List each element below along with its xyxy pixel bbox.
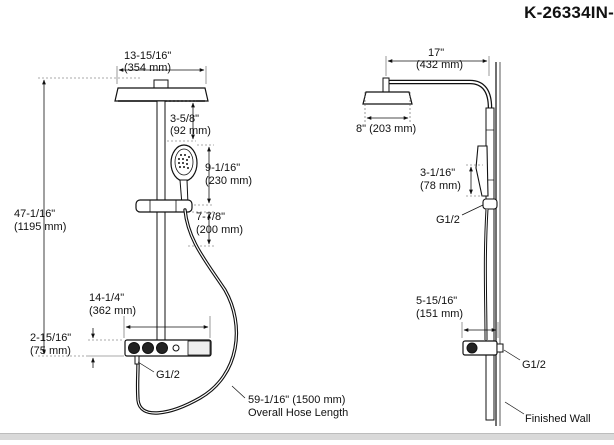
holder-drop-mm-label: (200 mm): [196, 224, 243, 236]
holder-side: [482, 198, 498, 210]
overall-height-label: 47-1/16": [14, 208, 55, 220]
shower-column: [156, 100, 166, 343]
valve-inlet-label: G1/2: [522, 359, 546, 371]
handshower-side: [475, 145, 489, 197]
arm-to-handshower-mm-label: (92 mm): [170, 125, 211, 137]
holder-offset-label: 3-1/16": [420, 167, 455, 179]
holder-inlet-leader: [461, 204, 484, 216]
inlet-leader: [137, 361, 155, 373]
side-view: 17" (432 mm) 8" (203 mm) 3-1/16" (78 mm)…: [356, 47, 591, 426]
hose-leader: [231, 385, 246, 399]
front-view: 13-15/16" (354 mm) 3-5/8" (92 mm) 9-1/16…: [14, 50, 348, 419]
valve-depth-label: 5-15/16": [416, 295, 457, 307]
handshower-length-label: 9-1/16": [205, 162, 240, 174]
head-diameter-side-label: 8" (203 mm): [356, 123, 416, 135]
holder-inlet-label: G1/2: [436, 214, 460, 226]
footer-bar: [0, 433, 614, 440]
valve-width-mm-label: (362 mm): [89, 305, 136, 317]
inlet-label: G1/2: [156, 369, 180, 381]
valve-shelf: [124, 339, 212, 365]
valve-width-label: 14-1/4": [89, 292, 124, 304]
valve-depth-mm-label: (151 mm): [416, 308, 463, 320]
holder-offset-mm-label: (78 mm): [420, 180, 461, 192]
hose-length-caption: Overall Hose Length: [248, 407, 348, 419]
wall-label: Finished Wall: [525, 413, 591, 425]
model-number: K-26334IN-: [524, 3, 614, 22]
hose: [135, 208, 238, 415]
handshower: [170, 144, 198, 206]
holder-drop-label: 7-7/8": [196, 211, 225, 223]
handshower-length-mm-label: (230 mm): [205, 175, 252, 187]
wall-leader: [504, 401, 525, 415]
valve-inlet-leader: [503, 349, 521, 361]
overall-height-mm-label: (1195 mm): [14, 221, 66, 233]
valve-height-label: 2-15/16": [30, 332, 71, 344]
valve-side: [462, 340, 504, 356]
arm-projection-mm-label: (432 mm): [416, 59, 463, 71]
showerhead-side: [362, 91, 413, 105]
hose-length-label: 59-1/16" (1500 mm): [248, 394, 345, 406]
arm-to-handshower-label: 3-5/8": [170, 113, 199, 125]
head-diameter-mm-label: (354 mm): [124, 62, 171, 74]
head-diameter-label: 13-15/16": [124, 50, 171, 62]
rain-showerhead: [114, 87, 209, 102]
arm-projection-label: 17": [428, 47, 444, 59]
valve-height-mm-label: (75 mm): [30, 345, 71, 357]
